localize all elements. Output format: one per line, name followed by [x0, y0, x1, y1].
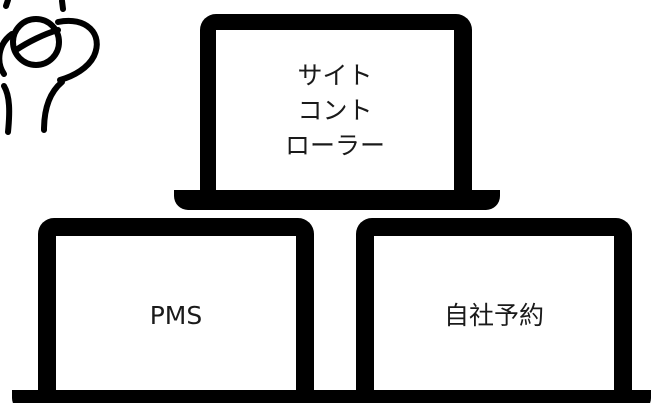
laptop-label-site-controller: サイト コント ローラー [284, 60, 385, 160]
laptop-base [12, 390, 342, 403]
laptop-screen: PMS [56, 236, 296, 394]
laptop-direct-booking: 自社予約 [332, 218, 651, 403]
laptop-site-controller: サイト コント ローラー [174, 14, 504, 210]
laptop-base [174, 190, 500, 210]
thinking-person-icon [0, 0, 100, 135]
laptop-base [332, 390, 651, 403]
laptop-screen: 自社予約 [374, 236, 614, 394]
laptop-label-direct-booking: 自社予約 [443, 300, 544, 330]
laptop-pms: PMS [12, 218, 342, 403]
laptop-screen: サイト コント ローラー [216, 30, 454, 190]
laptop-label-pms: PMS [149, 300, 203, 330]
